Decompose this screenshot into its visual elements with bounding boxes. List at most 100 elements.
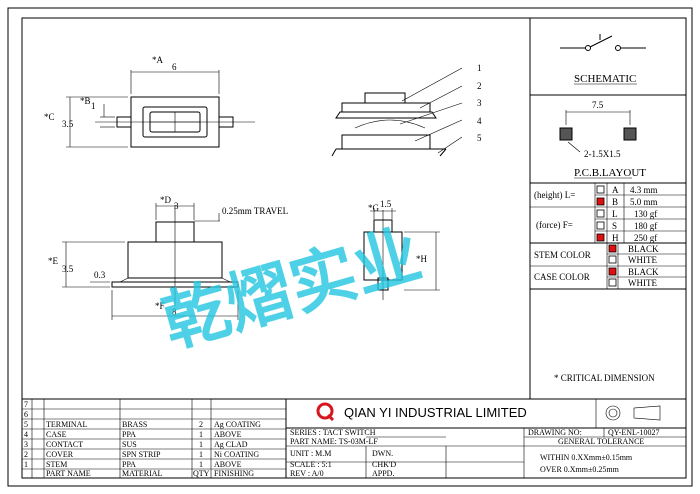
callout-4: 4: [477, 116, 482, 126]
company-logo: [316, 402, 335, 422]
critical-dimension-note: * CRITICAL DIMENSION: [554, 373, 655, 383]
bom-row-qty: 1: [199, 460, 203, 469]
bom-row-no: 5: [24, 420, 28, 429]
tolerance-2: OVER 0.Xmm±0.25mm: [540, 465, 620, 474]
dim-d-label: *D: [160, 195, 172, 205]
bom-header-material: MATERIAL: [122, 469, 163, 478]
schematic-title: SCHEMATIC: [574, 73, 636, 85]
bom-header-finishing: FINISHING: [214, 469, 254, 478]
bom-row-part: CASE: [46, 430, 67, 439]
stem-white-checkbox[interactable]: [608, 255, 617, 264]
bom-row-qty: 2: [199, 420, 203, 429]
dim-c-label: *C: [44, 112, 55, 122]
exploded-view: [331, 67, 463, 157]
color-table: [530, 243, 686, 289]
drawing-no-label: DRAWING NO:: [528, 428, 582, 437]
height-a-value: 4.3 mm: [630, 185, 658, 195]
bom-row-qty: 1: [199, 430, 203, 439]
pcb-pad-label: 2-1.5X1.5: [584, 149, 621, 159]
stem-black-label: BLACK: [628, 244, 659, 254]
bom-row-finishing: ABOVE: [214, 430, 242, 439]
dim-h-label: *H: [416, 254, 428, 264]
force-label: (force) F=: [536, 220, 573, 230]
bom-row-part: TERMINAL: [46, 420, 87, 429]
bom-row-material: SPN STRIP: [122, 450, 161, 459]
bom-row-qty: 1: [199, 440, 203, 449]
bom-row-no: 3: [24, 440, 28, 449]
force-s-value: 180 gf: [634, 221, 657, 231]
callout-5: 5: [477, 133, 482, 143]
dim-c-value: 3.5: [62, 119, 74, 129]
dim-a-label: *A: [152, 55, 164, 65]
bom-row-finishing: Ni COATING: [214, 450, 259, 459]
force-h-code: H: [612, 233, 619, 243]
bom-row-material: BRASS: [122, 420, 147, 429]
title-block-grid: [22, 398, 686, 478]
force-l-value: 130 gf: [634, 209, 657, 219]
appd-label: APPD.: [372, 469, 394, 478]
projection-symbol-icon: [605, 405, 661, 421]
bom-row-material: PPA: [122, 460, 136, 469]
drawing-no-value: QY-ENL-10027: [608, 428, 660, 437]
pcb-width-label: 7.5: [592, 100, 604, 110]
stem-color-label: STEM COLOR: [534, 250, 591, 260]
height-label: (height) L=: [534, 190, 575, 200]
dwn-label: DWN.: [372, 449, 393, 458]
outer-border: [7, 7, 693, 487]
top-view: [66, 70, 255, 148]
case-white-checkbox[interactable]: [608, 278, 617, 287]
bom-row-material: SUS: [122, 440, 137, 449]
tolerance-1: WITHIN 0.XXmm±0.15mm: [540, 453, 633, 462]
company-name: QIAN YI INDUSTRIAL LIMITED: [344, 405, 527, 420]
bom-row-part: COVER: [46, 450, 74, 459]
unit-text: UNIT : M.M: [290, 449, 331, 458]
dim-b-label: *B: [80, 96, 91, 106]
dim-f-label: *F: [155, 301, 165, 311]
dim-a-value: 6: [172, 62, 177, 72]
bom-row-finishing: Ag COATING: [214, 420, 261, 429]
bom-row-no: 2: [24, 450, 28, 459]
chkd-label: CHK'D: [372, 460, 396, 469]
force-l-code: L: [612, 209, 618, 219]
bom-header-qty: QTY: [193, 469, 210, 478]
scale-text: SCALE : 5:1: [290, 460, 332, 469]
pcb-title: P.C.B.LAYOUT: [574, 167, 646, 179]
height-a-checkbox[interactable]: [596, 185, 605, 194]
callout-1: 1: [477, 63, 482, 73]
front-view: [62, 203, 239, 320]
bom-row-qty: 1: [199, 450, 203, 459]
lead-thickness-value: 0.3: [94, 270, 106, 280]
bom-row-no: 7: [24, 400, 28, 409]
height-b-checkbox[interactable]: [596, 197, 605, 206]
side-view: [363, 208, 440, 300]
callout-2: 2: [477, 81, 482, 91]
dim-g-label: *G: [368, 203, 380, 213]
height-b-value: 5.0 mm: [630, 197, 658, 207]
force-l-checkbox[interactable]: [596, 209, 605, 218]
general-tolerance: GENERAL TOLERANCE: [558, 437, 644, 446]
watermark: 乾熠实业: [154, 215, 429, 362]
force-h-checkbox[interactable]: [596, 233, 605, 242]
rev-text: REV : A/0: [290, 469, 324, 478]
options-table: [530, 183, 686, 243]
height-a-code: A: [612, 185, 619, 195]
force-h-value: 250 gf: [634, 233, 657, 243]
case-black-checkbox[interactable]: [608, 267, 617, 276]
schematic-switch-symbol: [560, 34, 646, 51]
bom-row-no: 1: [24, 460, 28, 469]
dim-b-value: 1: [91, 101, 96, 111]
dim-d-value: 3: [174, 201, 179, 211]
bom-row-no: 4: [24, 430, 28, 439]
bom-row-no: 6: [24, 410, 28, 419]
bom-row-finishing: ABOVE: [214, 460, 242, 469]
bom-row-material: PPA: [122, 430, 136, 439]
series-text: SERIES : TACT SWITCH: [290, 428, 376, 437]
travel-label: 0.25mm TRAVEL: [222, 206, 288, 216]
case-color-label: CASE COLOR: [534, 272, 590, 282]
height-b-code: B: [612, 197, 618, 207]
force-s-checkbox[interactable]: [596, 221, 605, 230]
bom-row-part: CONTACT: [46, 440, 83, 449]
stem-black-checkbox[interactable]: [608, 244, 617, 253]
dim-e-value: 3.5: [62, 264, 74, 274]
